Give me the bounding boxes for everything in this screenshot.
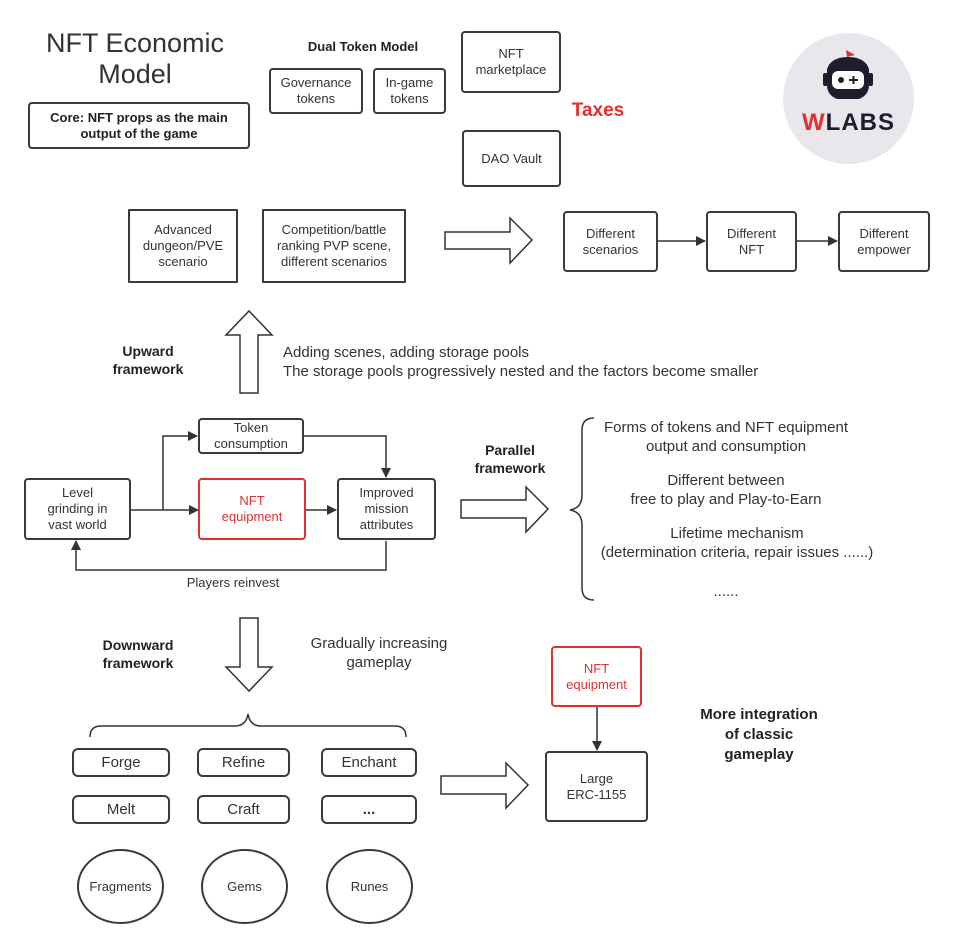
ingame-tokens-box: In-game tokens (373, 68, 446, 114)
fragments-circle: Fragments (77, 849, 164, 924)
parallel-framework-label: Parallel framework (474, 442, 546, 476)
advanced-dungeon-box: Advanced dungeon/PVE scenario (128, 209, 238, 283)
different-nft-box: Different NFT (706, 211, 797, 272)
parallel-item-forms: Forms of tokens and NFT equipment output… (604, 419, 848, 455)
craft-box: Craft (197, 795, 290, 824)
more-integration-label: More integration of classic gameplay (700, 706, 818, 763)
parallel-hollow-right-arrow (460, 485, 550, 534)
refine-box: Refine (197, 748, 290, 777)
upper-hollow-right-arrow (444, 216, 534, 265)
gameplay-brace (89, 713, 407, 738)
governance-tokens-box: Governance tokens (269, 68, 363, 114)
downward-framework-label: Downward framework (102, 637, 174, 671)
level-grinding-box: Level grinding in vast world (24, 478, 131, 540)
reinvest-loop-arrow (71, 540, 387, 571)
level-to-token-arrow (162, 431, 198, 510)
improved-mission-box: Improved mission attributes (337, 478, 436, 540)
players-reinvest-label: Players reinvest (186, 575, 280, 590)
enchant-box: Enchant (321, 748, 417, 777)
forge-box: Forge (72, 748, 170, 777)
large-erc1155-box: Large ERC-1155 (545, 751, 648, 822)
upward-description: Adding scenes, adding storage pools The … (283, 344, 759, 380)
parallel-brace (569, 417, 595, 601)
token-consumption-box: Token consumption (198, 418, 304, 454)
logo-text: WLABS (802, 109, 895, 136)
nft-equipment-box: NFT equipment (198, 478, 306, 540)
runes-circle: Runes (326, 849, 413, 924)
parallel-item-lifetime: Lifetime mechanism (determination criter… (600, 525, 874, 561)
bottom-hollow-right-arrow (440, 761, 530, 810)
dao-vault-box: DAO Vault (462, 130, 561, 187)
nft-marketplace-box: NFT marketplace (461, 31, 561, 93)
parallel-item-difference: Different between free to play and Play-… (630, 472, 822, 508)
gems-circle: Gems (201, 849, 288, 924)
wlabs-logo: WLABS (783, 33, 914, 164)
upward-hollow-arrow (224, 309, 274, 394)
different-scenarios-box: Different scenarios (563, 211, 658, 272)
melt-box: Melt (72, 795, 170, 824)
bottom-nft-equipment-box: NFT equipment (551, 646, 642, 707)
logo-mascot-icon (823, 50, 873, 99)
upward-framework-label: Upward framework (112, 343, 184, 377)
core-box: Core: NFT props as the main output of th… (28, 102, 250, 149)
competition-box: Competition/battle ranking PVP scene, di… (262, 209, 406, 283)
more-gameplay-box: ... (321, 795, 417, 824)
dual-token-heading: Dual Token Model (307, 39, 419, 54)
parallel-item-ellipsis: ...... (713, 583, 739, 600)
token-to-improved-arrow (304, 435, 391, 478)
downward-description: Gradually increasing gameplay (310, 635, 448, 671)
different-empower-box: Different empower (838, 211, 930, 272)
downward-hollow-arrow (224, 617, 274, 693)
page-title: NFT Economic Model (45, 28, 225, 89)
taxes-label: Taxes (571, 100, 625, 121)
